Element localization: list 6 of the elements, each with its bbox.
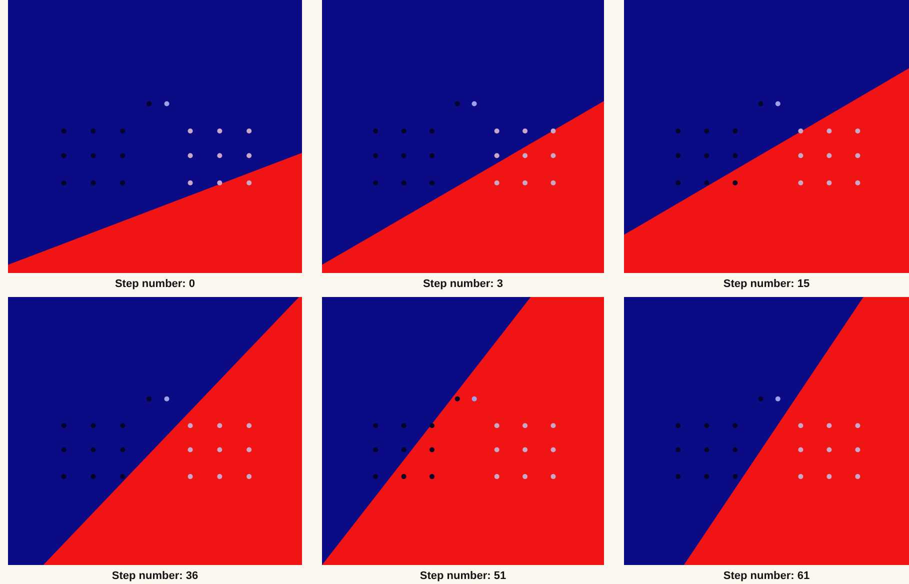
caption: Step number: 36	[110, 570, 200, 582]
caption: Step number: 15	[722, 278, 811, 290]
caption: Step number: 3	[422, 278, 504, 290]
caption: Step number: 61	[722, 570, 811, 582]
caption: Step number: 51	[418, 570, 508, 582]
caption: Step number: 0	[114, 278, 196, 290]
